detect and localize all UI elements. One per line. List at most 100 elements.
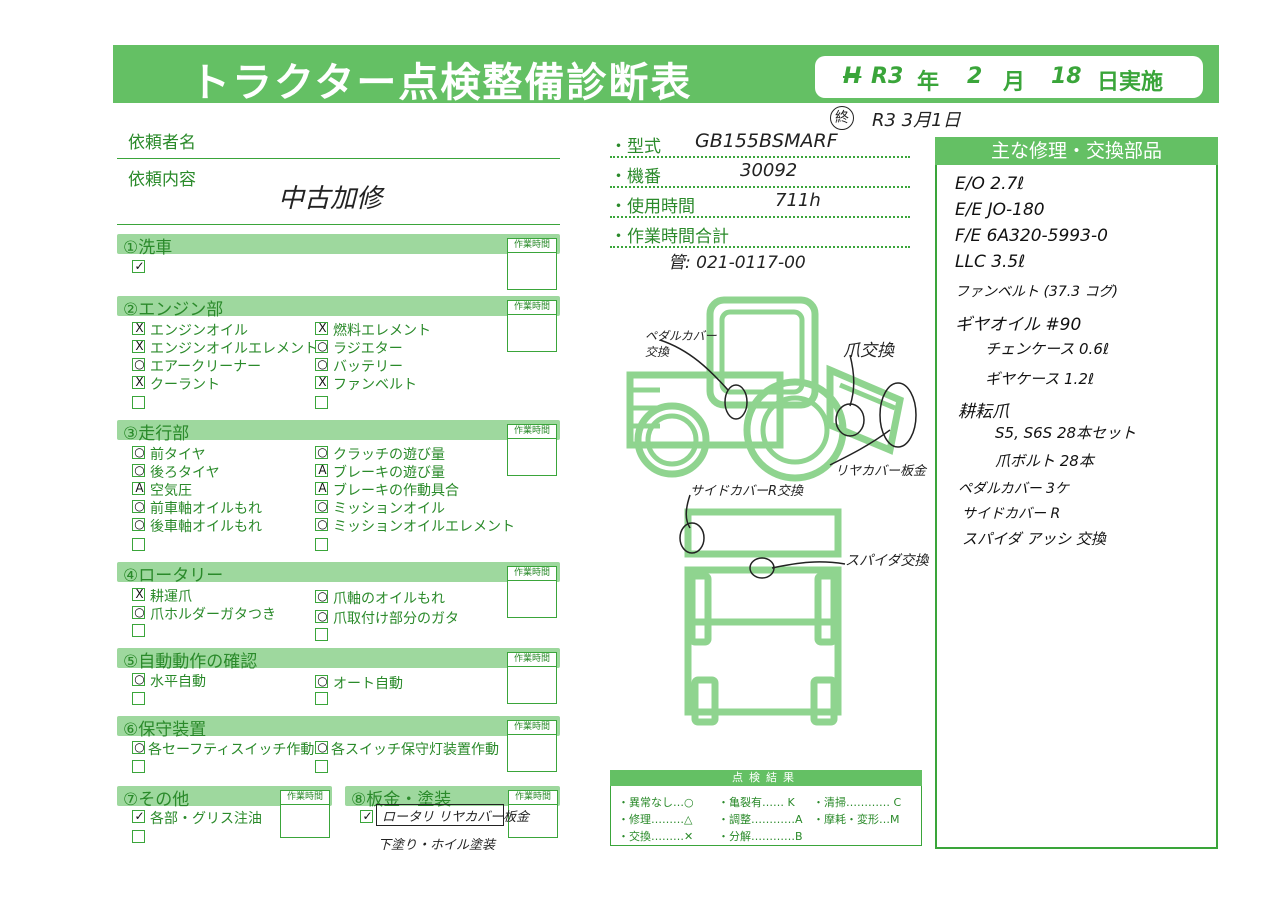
checkbox-grease[interactable]: ✓ — [132, 810, 145, 823]
checkbox-fan-belt[interactable]: X — [315, 376, 328, 389]
checkbox-front-tire[interactable]: ○ — [132, 446, 145, 459]
checkbox-empty[interactable] — [315, 396, 328, 409]
part-item: E/O 2.7ℓ — [955, 174, 1025, 194]
checkbox-claw-mount[interactable]: ○ — [315, 610, 328, 623]
check-mark: A — [318, 463, 327, 477]
work-time-box[interactable]: 作業時間 — [507, 238, 557, 290]
item-label: 空気圧 — [150, 483, 192, 499]
month-label: 月 — [1003, 70, 1026, 95]
checkbox-tilling-claw[interactable]: X — [132, 588, 145, 601]
note-claw: 爪交換 — [843, 341, 894, 361]
checkbox-radiator[interactable]: ○ — [315, 340, 328, 353]
part-item: スパイダ アッシ 交換 — [962, 530, 1106, 548]
section-rotary-header: ④ロータリー — [117, 562, 560, 586]
check-mark: X — [135, 321, 144, 335]
section-other-header: ⑦その他 — [117, 786, 332, 810]
checkbox-mission-oil[interactable]: ○ — [315, 500, 328, 513]
checkbox-switch-lamp[interactable]: ○ — [315, 741, 328, 754]
field-worktime-label: ・作業時間合計 — [610, 227, 729, 247]
work-time-box[interactable]: 作業時間 — [280, 790, 330, 838]
work-time-box[interactable]: 作業時間 — [507, 652, 557, 704]
checkbox-coolant[interactable]: X — [132, 376, 145, 389]
checkbox-empty[interactable] — [315, 628, 328, 641]
work-time-box[interactable]: 作業時間 — [507, 300, 557, 352]
part-item: ペダルカバー 3ケ — [958, 481, 1069, 497]
tractor-top-view — [684, 508, 842, 726]
checkbox-brake-operation[interactable]: A — [315, 482, 328, 495]
checkbox-wash[interactable]: ✓ — [132, 260, 145, 273]
section-drive-header: ③走行部 — [117, 420, 560, 444]
section-engine-header: ②エンジン部 — [117, 296, 560, 320]
part-item: E/E JO-180 — [955, 200, 1045, 220]
part-item: ファンベルト (37.3 コグ) — [955, 284, 1118, 300]
section-engine-title: ②エンジン部 — [123, 300, 224, 320]
work-time-box[interactable]: 作業時間 — [507, 720, 557, 772]
checkbox-auto[interactable]: ○ — [315, 675, 328, 688]
request-content-label: 依頼内容 — [128, 170, 196, 190]
checkbox-front-axle-leak[interactable]: ○ — [132, 500, 145, 513]
checkbox-rear-axle-leak[interactable]: ○ — [132, 518, 145, 531]
legend-item: ・交換………✕ — [618, 830, 694, 843]
checkbox-empty[interactable] — [315, 760, 328, 773]
divider — [117, 158, 560, 159]
tractor-side-view — [626, 296, 904, 482]
item-label: 前車軸オイルもれ — [150, 501, 262, 517]
checkbox-empty[interactable] — [132, 624, 145, 637]
checkbox-empty[interactable] — [132, 830, 145, 843]
checkbox-rear-tire[interactable]: ○ — [132, 464, 145, 477]
checkbox-empty[interactable] — [132, 760, 145, 773]
work-time-label: 作業時間 — [281, 791, 329, 805]
check-mark: A — [135, 481, 144, 495]
work-time-box[interactable]: 作業時間 — [508, 790, 558, 838]
checkbox-brake-play[interactable]: A — [315, 464, 328, 477]
check-mark: ✓ — [362, 809, 373, 823]
checkbox-oil-element[interactable]: X — [132, 340, 145, 353]
checkbox-air-pressure[interactable]: A — [132, 482, 145, 495]
check-mark: ○ — [134, 672, 145, 686]
checkbox-mission-oil-element[interactable]: ○ — [315, 518, 328, 531]
item-label: オート自動 — [333, 676, 403, 692]
completed-date: R3 3月1日 — [872, 110, 961, 131]
work-time-box[interactable]: 作業時間 — [507, 566, 557, 618]
item-label: ミッションオイル — [333, 501, 445, 517]
legend-item: ・清掃………… C — [813, 796, 902, 809]
field-serial-value: 30092 — [740, 160, 798, 181]
checkbox-clutch-play[interactable]: ○ — [315, 446, 328, 459]
divider — [610, 216, 910, 218]
management-number: 管: 021-0117-00 — [668, 253, 806, 273]
work-time-label: 作業時間 — [508, 301, 556, 315]
checkbox-empty[interactable] — [315, 692, 328, 705]
item-label: 後ろタイヤ — [150, 465, 220, 481]
completed-stamp: 終 — [830, 106, 854, 130]
checkbox-claw-holder[interactable]: ○ — [132, 606, 145, 619]
check-mark: ○ — [317, 517, 328, 531]
note-pedal-cover: ペダルカバー交換 — [645, 329, 717, 359]
checkbox-safety-switch[interactable]: ○ — [132, 741, 145, 754]
checkbox-engine-oil[interactable]: X — [132, 322, 145, 335]
handwritten-box — [376, 804, 504, 826]
item-label: 耕運爪 — [150, 589, 192, 605]
item-label: バッテリー — [333, 359, 403, 375]
work-time-box[interactable]: 作業時間 — [507, 424, 557, 476]
checkbox-horizontal-auto[interactable]: ○ — [132, 673, 145, 686]
checkbox-rotary-cover[interactable]: ✓ — [360, 810, 373, 823]
check-mark: ○ — [317, 674, 328, 688]
year-value: R3 — [871, 64, 904, 89]
checkbox-empty[interactable] — [132, 396, 145, 409]
checkbox-empty[interactable] — [315, 538, 328, 551]
section-other-title: ⑦その他 — [123, 790, 190, 810]
checkbox-empty[interactable] — [132, 692, 145, 705]
item-label: ブレーキの作動具合 — [333, 483, 459, 499]
checkbox-empty[interactable] — [132, 538, 145, 551]
section-auto-header: ⑤自動動作の確認 — [117, 648, 560, 672]
checkbox-claw-shaft-leak[interactable]: ○ — [315, 590, 328, 603]
checkbox-battery[interactable]: ○ — [315, 358, 328, 371]
item-label: クラッチの遊び量 — [333, 447, 445, 463]
legend-title: 点検結果 — [610, 770, 922, 786]
section-wash-title: ①洗車 — [123, 238, 173, 258]
checkbox-fuel-element[interactable]: X — [315, 322, 328, 335]
check-mark: ✓ — [134, 259, 145, 273]
checkbox-air-cleaner[interactable]: ○ — [132, 358, 145, 371]
item-label: 爪軸のオイルもれ — [333, 591, 445, 607]
section-safety-header: ⑥保守装置 — [117, 716, 560, 740]
